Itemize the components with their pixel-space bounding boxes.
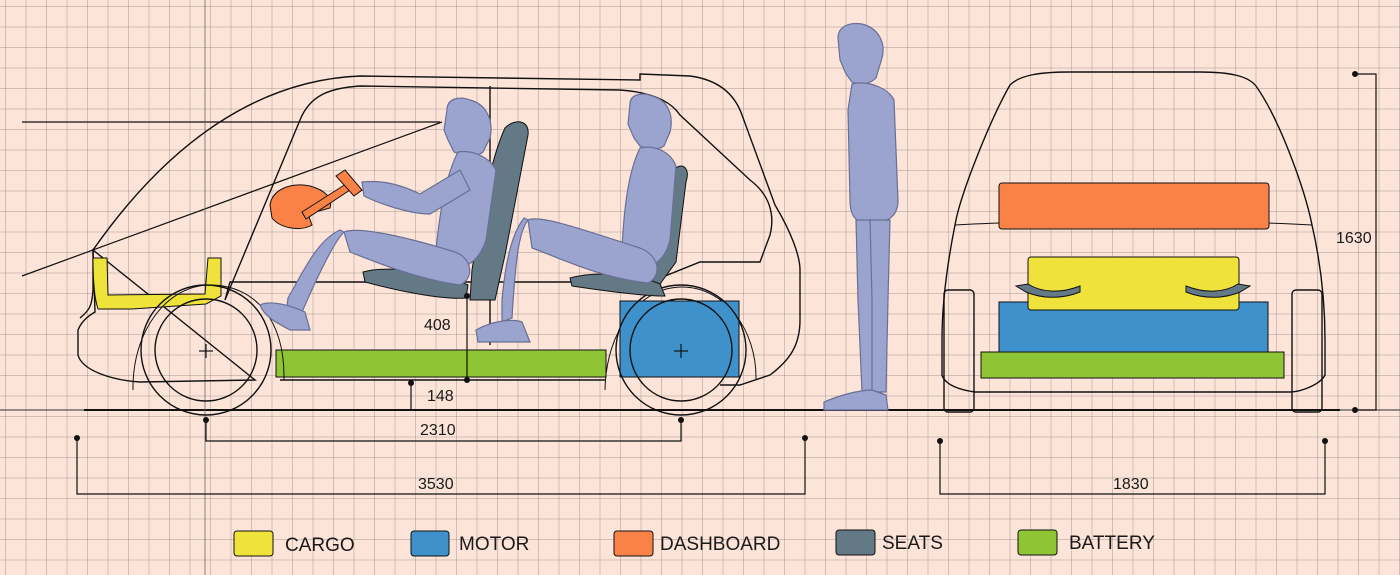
- cargo-side: [92, 257, 222, 310]
- front-left-wheel: [943, 289, 975, 413]
- dashboard-front: [998, 182, 1270, 230]
- wheelbase-label: 2310: [420, 422, 456, 439]
- front-right-wheel: [1291, 289, 1323, 413]
- seat-front-left: [1014, 283, 1081, 298]
- legend-item-seats: SEATS: [835, 529, 943, 556]
- battery-side: [275, 349, 607, 378]
- overall-length-label: 3530: [418, 476, 454, 493]
- legend-label-battery: BATTERY: [1069, 533, 1155, 554]
- legend-swatch-dashboard: [613, 530, 654, 557]
- legend-item-motor: MOTOR: [410, 530, 529, 557]
- dim-overall-length: 3530: [74, 435, 808, 495]
- dashboard-steering: [269, 169, 363, 229]
- overall-height-label: 1630: [1336, 230, 1372, 247]
- sightline-down: [21, 121, 443, 277]
- legend-swatch-motor: [410, 530, 450, 557]
- legend-item-battery: BATTERY: [1017, 529, 1155, 556]
- ground-clearance-label: 148: [427, 388, 454, 405]
- seat-height-label: 408: [424, 317, 451, 334]
- cargo-front: [1027, 256, 1240, 311]
- rear-wheel: [132, 284, 285, 416]
- battery-front: [980, 351, 1285, 379]
- rear-bumper-outline: [79, 250, 94, 319]
- dim-overall-width: 1830: [937, 438, 1328, 495]
- overall-width-label: 1830: [1113, 476, 1149, 493]
- standing-person: [823, 22, 899, 411]
- motor-side: [619, 300, 740, 378]
- passenger-figure: [475, 93, 677, 343]
- front-body-outline: [941, 71, 1326, 393]
- dim-seat-height: 408: [424, 293, 470, 383]
- dim-ground-clearance: 148: [408, 380, 454, 410]
- dim-wheelbase: 2310: [203, 417, 684, 442]
- legend-item-dashboard: DASHBOARD: [613, 530, 780, 557]
- legend: CARGO MOTOR DASHBOARD SEATS BATTERY: [233, 529, 1155, 557]
- front-wheel: [604, 284, 757, 416]
- legend-swatch-battery: [1017, 529, 1058, 556]
- legend-label-dashboard: DASHBOARD: [660, 534, 780, 555]
- legend-label-seats: SEATS: [882, 533, 943, 554]
- seat-front-right: [1185, 283, 1252, 298]
- driver-figure: [259, 97, 497, 331]
- dim-overall-height: 1630: [1336, 71, 1377, 413]
- legend-label-cargo: CARGO: [285, 535, 355, 556]
- legend-swatch-seats: [835, 529, 876, 556]
- legend-item-cargo: CARGO: [233, 530, 355, 557]
- legend-swatch-cargo: [233, 530, 274, 557]
- side-window-outline: [224, 85, 773, 301]
- side-body-outline: [77, 73, 801, 386]
- legend-label-motor: MOTOR: [459, 534, 529, 555]
